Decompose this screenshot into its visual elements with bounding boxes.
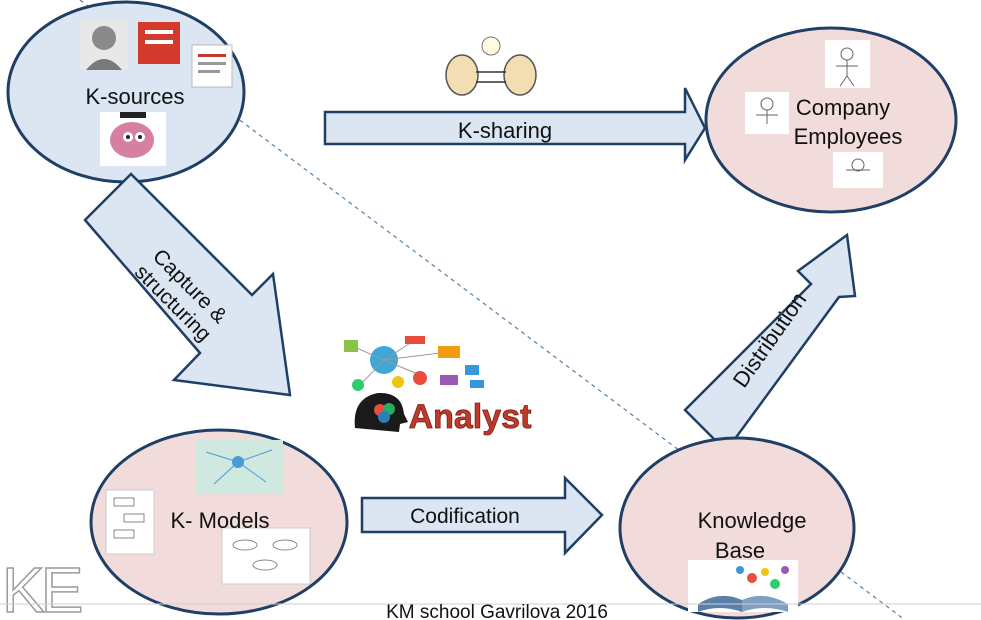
distribution-arrow: Distribution xyxy=(683,232,857,453)
k-sharing-label: K-sharing xyxy=(458,118,552,143)
stick-figure-icon xyxy=(833,152,883,188)
footer-credit: KM school Gavrilova 2016 xyxy=(386,602,608,620)
ke-logo: KE xyxy=(1,553,85,620)
codification-arrow: Codification xyxy=(360,474,604,557)
diagram-sheet-icon xyxy=(221,527,311,585)
k-sharing-arrow: K-sharing xyxy=(323,87,707,165)
knowledge-base-node: Knowledge Base xyxy=(618,436,856,620)
codification-label: Codification xyxy=(410,505,520,528)
brain-mascot-icon xyxy=(100,112,166,166)
red-book-icon xyxy=(138,22,180,64)
company-employees-node: Company Employees xyxy=(704,26,958,214)
company-label-line1: Company xyxy=(796,95,890,120)
open-book-icon xyxy=(688,560,798,612)
head-gears-icon xyxy=(354,392,408,432)
analyst-graphic: Analyst xyxy=(344,336,532,436)
white-book-icon xyxy=(191,44,233,88)
knowledge-exchange-faces-icon xyxy=(445,36,537,96)
concept-map-icon xyxy=(195,440,283,494)
ke-logo-text: KE xyxy=(2,554,81,620)
stick-figure-icon xyxy=(745,92,789,134)
company-label-line2: Employees xyxy=(794,124,903,149)
k-models-label: K- Models xyxy=(170,508,269,533)
k-sources-label: K-sources xyxy=(85,84,184,109)
flowchart-icon xyxy=(105,489,155,555)
mind-map-icon xyxy=(344,336,484,391)
knowledge-base-label-line1: Knowledge xyxy=(698,508,807,533)
portrait-icon xyxy=(80,20,128,70)
k-models-node: K- Models xyxy=(89,428,349,616)
analyst-label: Analyst xyxy=(409,398,532,436)
stick-figure-icon xyxy=(825,40,870,88)
knowledge-base-label-line2: Base xyxy=(715,538,765,563)
capture-structuring-arrow: Capture & structuring xyxy=(83,172,292,397)
k-sources-node: K-sources xyxy=(6,0,246,184)
